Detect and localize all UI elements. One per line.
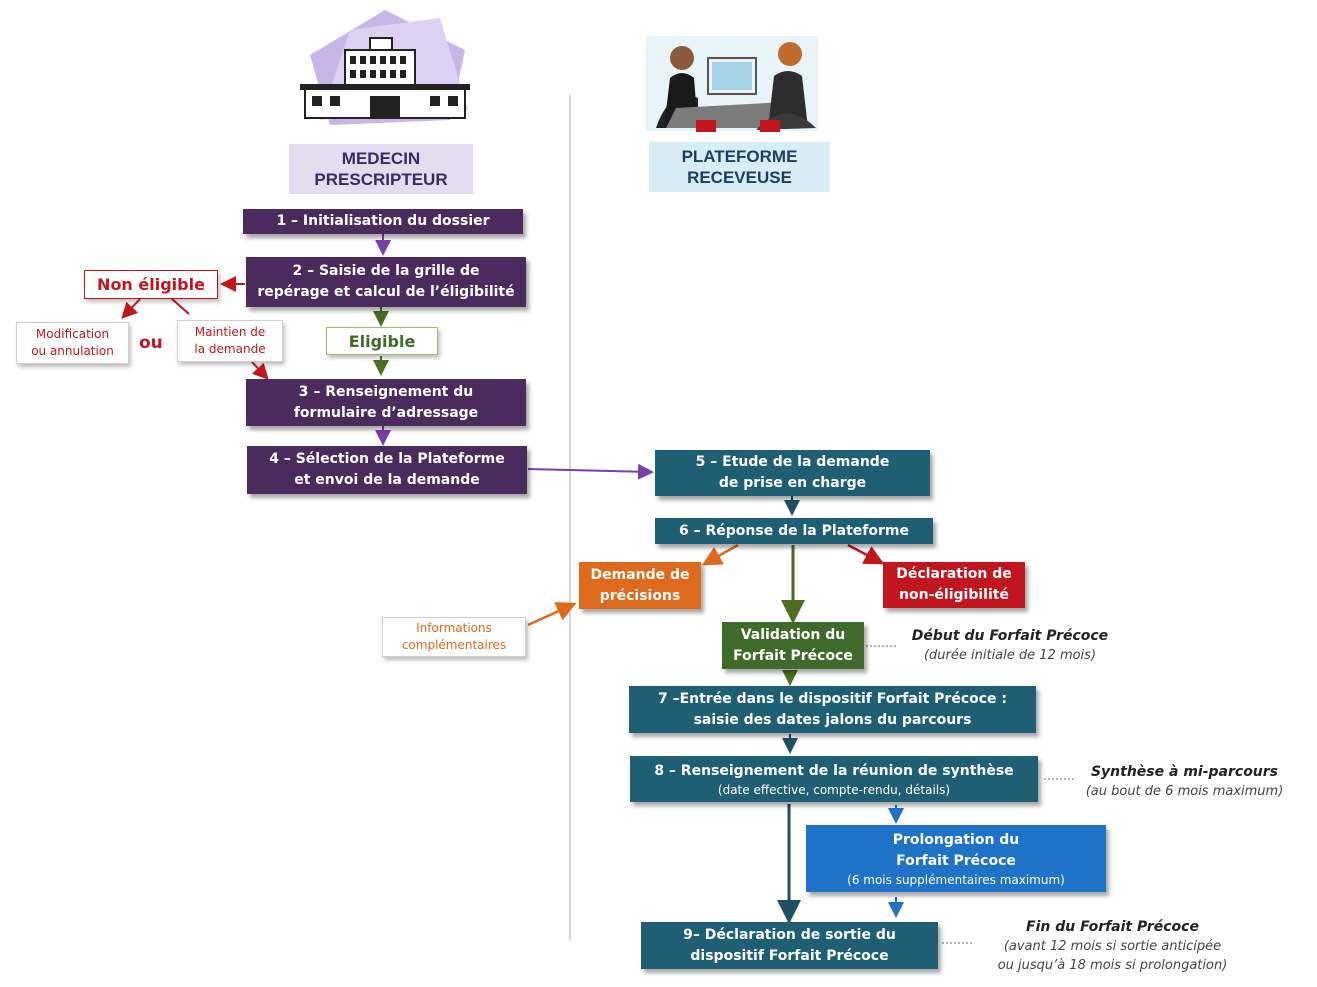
non-eligibilite-line-1: Déclaration de	[896, 566, 1012, 582]
fin-note-detail-1: (avant 12 mois si sortie anticipée	[1003, 939, 1222, 954]
debut-note-detail: (durée initiale de 12 mois)	[923, 648, 1097, 663]
header-left-line-2: PRESCRIPTEUR	[314, 170, 448, 189]
demande-precisions-line-2: précisions	[599, 587, 681, 604]
fin-forfait-note: Fin du Forfait Précoce (avant 12 mois si…	[970, 917, 1255, 975]
demande-precisions-box: Demande de précisions	[579, 562, 701, 609]
eligible-text: Eligible	[348, 331, 416, 351]
step-8-line-1: 8 – Renseignement de la réunion de synth…	[654, 762, 1014, 779]
informations-complementaires-label: Informations complémentaires	[382, 617, 526, 657]
prolongation-line-1: Prolongation du	[892, 831, 1020, 848]
step-9-declaration-sortie: 9– Déclaration de sortie du dispositif F…	[641, 922, 938, 969]
fin-note-title: Fin du Forfait Précoce	[1026, 919, 1199, 935]
eligible-label: Eligible	[326, 327, 438, 355]
step-3-line-1: 3 – Renseignement du	[298, 383, 474, 400]
informations-line-1: Informations	[416, 621, 492, 635]
header-left-line-1: MEDECIN	[341, 149, 421, 168]
meeting-people-icon	[636, 28, 828, 140]
declaration-non-eligibilite-box: Déclaration de non-éligibilité	[883, 562, 1025, 608]
step-5-etude-demande: 5 – Etude de la demande de prise en char…	[655, 450, 930, 496]
step-7-line-1: 7 –Entrée dans le dispositif Forfait Pré…	[657, 690, 1008, 707]
step-5-line-1: 5 – Etude de la demande	[695, 454, 890, 470]
header-medecin-prescripteur: MEDECIN PRESCRIPTEUR	[289, 144, 473, 194]
validation-line-2: Forfait Précoce	[733, 647, 853, 664]
non-eligibilite-line-2: non-éligibilité	[899, 587, 1009, 603]
step-4-selection-plateforme: 4 – Sélection de la Plateforme et envoi …	[247, 446, 527, 494]
maintien-demande-label: Maintien de la demande	[177, 320, 283, 362]
prolongation-forfait-box: Prolongation du Forfait Précoce (6 mois …	[806, 825, 1106, 892]
demande-precisions-line-1: Demande de	[590, 566, 690, 583]
step-1-label: 1 – Initialisation du dossier	[276, 213, 490, 229]
maintien-line-1: Maintien de	[194, 325, 266, 339]
informations-line-2: complémentaires	[401, 638, 507, 652]
debut-forfait-note: Début du Forfait Précoce (durée initiale…	[900, 626, 1120, 665]
prolongation-line-2: Forfait Précoce	[896, 852, 1016, 869]
modification-annulation-label: Modification ou annulation	[16, 322, 129, 364]
synthese-mi-parcours-note: Synthèse à mi-parcours (au bout de 6 moi…	[1062, 762, 1307, 801]
step-2-line-2: repérage et calcul de l’éligibilité	[257, 284, 515, 300]
step-7-line-2: saisie des dates jalons du parcours	[693, 711, 972, 728]
header-plateforme-receveuse: PLATEFORME RECEVEUSE	[649, 142, 830, 192]
step-1-initialisation: 1 – Initialisation du dossier	[243, 209, 523, 234]
step-9-line-1: 9– Déclaration de sortie du	[683, 926, 896, 943]
fin-note-detail-2: ou jusqu’à 18 mois si prolongation)	[997, 958, 1228, 973]
step-6-reponse-plateforme: 6 – Réponse de la Plateforme	[655, 518, 933, 544]
prolongation-detail: (6 mois supplémentaires maximum)	[847, 872, 1065, 887]
step-2-line-1: 2 – Saisie de la grille de	[292, 263, 480, 279]
validation-forfait-precoce-box: Validation du Forfait Précoce	[722, 622, 864, 669]
synthese-note-detail: (au bout de 6 mois maximum)	[1085, 784, 1284, 799]
step-3-renseignement-formulaire: 3 – Renseignement du formulaire d’adress…	[246, 379, 526, 426]
maintien-line-2: la demande	[194, 342, 266, 356]
step-8-reunion-synthese: 8 – Renseignement de la réunion de synth…	[630, 756, 1038, 802]
step-9-line-2: dispositif Forfait Précoce	[690, 947, 889, 964]
step-8-detail: (date effective, compte-rendu, détails)	[717, 782, 951, 797]
step-7-entree-dispositif: 7 –Entrée dans le dispositif Forfait Pré…	[629, 686, 1036, 733]
header-right-line-1: PLATEFORME	[681, 147, 798, 166]
step-3-line-2: formulaire d’adressage	[293, 404, 479, 421]
modification-line-1: Modification	[35, 327, 110, 341]
step-2-saisie-grille: 2 – Saisie de la grille de repérage et c…	[246, 257, 526, 307]
step-4-line-2: et envoi de la demande	[294, 472, 480, 488]
header-right-line-2: RECEVEUSE	[687, 168, 792, 187]
step-5-line-2: de prise en charge	[718, 475, 867, 491]
non-eligible-text: Non éligible	[97, 275, 205, 294]
synthese-note-title: Synthèse à mi-parcours	[1090, 764, 1279, 780]
modification-line-2: ou annulation	[31, 344, 114, 358]
debut-note-title: Début du Forfait Précoce	[911, 628, 1109, 644]
ou-label: ou	[139, 333, 163, 353]
non-eligible-label: Non éligible	[84, 270, 218, 299]
validation-line-1: Validation du	[740, 626, 846, 643]
hospital-building-icon	[290, 10, 480, 135]
step-6-label: 6 – Réponse de la Plateforme	[679, 522, 909, 539]
step-4-line-1: 4 – Sélection de la Plateforme	[269, 451, 505, 467]
